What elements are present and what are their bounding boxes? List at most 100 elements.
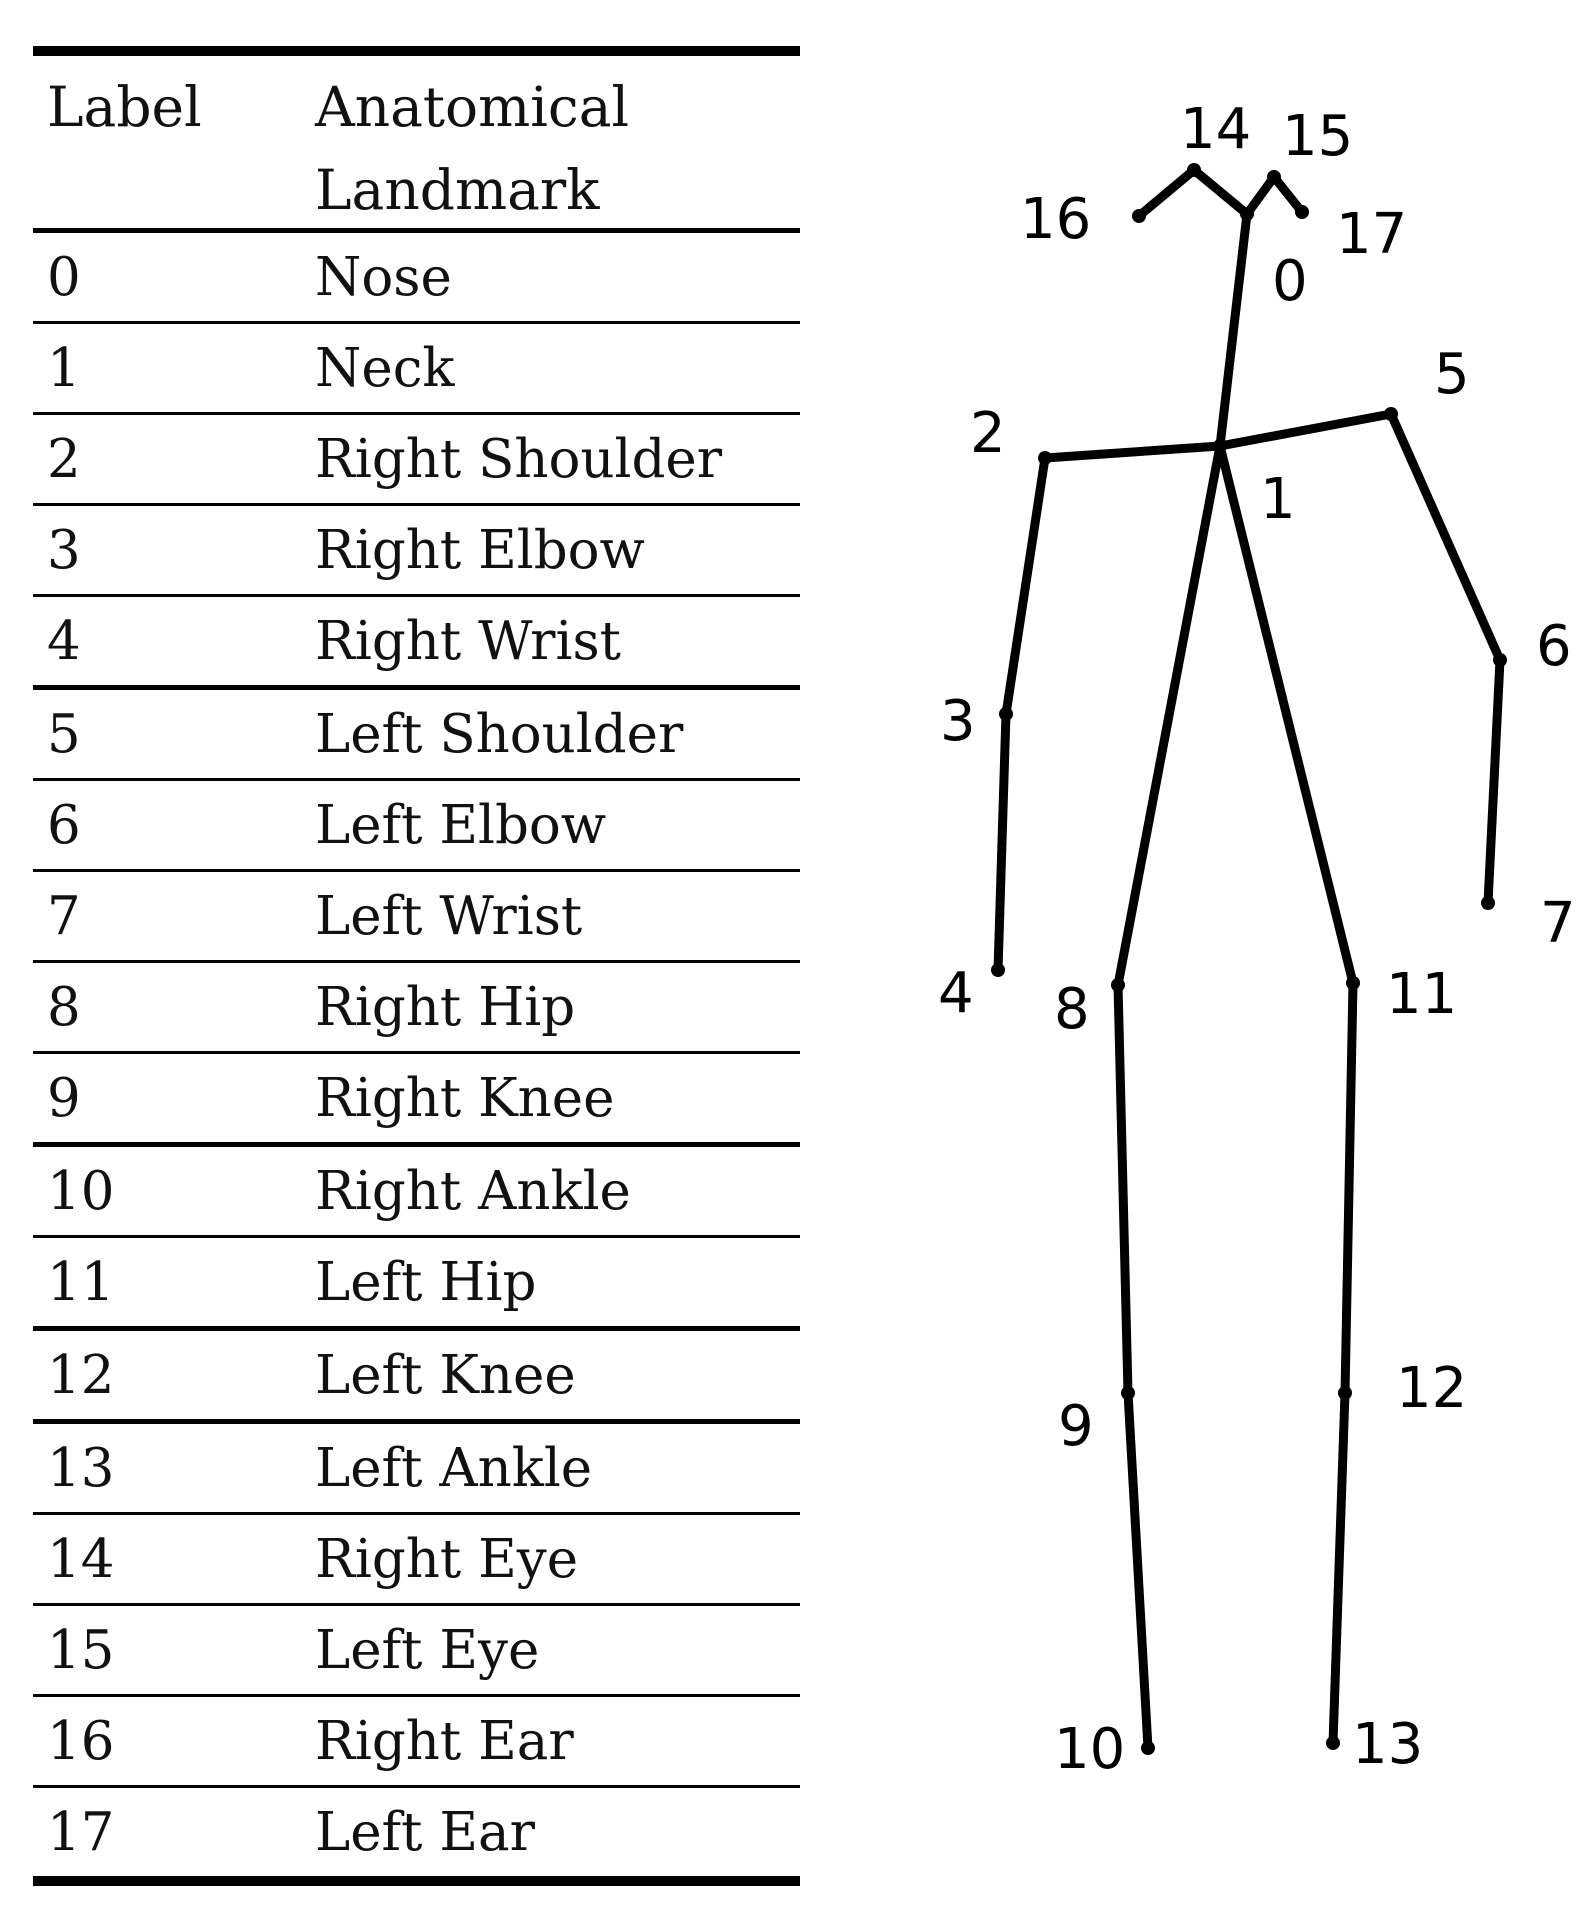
row-landmark: Nose	[315, 246, 452, 308]
row-landmark: Left Wrist	[315, 885, 583, 947]
row-label: 5	[47, 703, 81, 765]
joint-5	[1384, 407, 1398, 421]
bone-15-17	[1269, 172, 1307, 217]
table-top-rule	[33, 46, 800, 56]
row-rule	[33, 960, 800, 963]
row-landmark: Right Wrist	[315, 610, 621, 672]
row-label: 17	[47, 1801, 115, 1863]
joint-10	[1141, 1741, 1155, 1755]
row-label: 8	[47, 976, 81, 1038]
joint-label-5: 5	[1434, 342, 1470, 407]
row-rule	[33, 869, 800, 872]
table-row: 11 Left Hip	[33, 1238, 800, 1326]
row-label: 15	[47, 1619, 115, 1681]
bone-1-2	[1040, 441, 1225, 463]
table-bottom-rule	[33, 1876, 800, 1886]
joint-label-12: 12	[1396, 1356, 1467, 1421]
joint-7	[1481, 896, 1495, 910]
bone-5-6	[1386, 409, 1505, 665]
row-label: 3	[47, 519, 81, 581]
row-rule	[33, 778, 800, 781]
joint-8	[1111, 978, 1125, 992]
joint-9	[1121, 1386, 1135, 1400]
row-rule	[33, 503, 800, 506]
joint-2	[1038, 451, 1052, 465]
row-label: 9	[47, 1067, 81, 1129]
bone-9-10	[1123, 1388, 1153, 1753]
row-landmark: Right Ear	[315, 1710, 574, 1772]
joint-3	[999, 707, 1013, 721]
header-landmark: Anatomical Landmark	[315, 75, 630, 222]
joint-label-15: 15	[1282, 104, 1353, 169]
bone-0-15	[1242, 172, 1279, 219]
joint-label-17: 17	[1336, 202, 1407, 267]
row-rule	[33, 1603, 800, 1606]
bone-3-4	[993, 709, 1011, 975]
row-landmark: Left Elbow	[315, 794, 607, 856]
joint-label-0: 0	[1272, 249, 1308, 314]
row-landmark: Left Shoulder	[315, 703, 684, 765]
joint-16	[1132, 209, 1146, 223]
row-rule	[33, 1694, 800, 1697]
joint-14	[1187, 163, 1201, 177]
joint-6	[1493, 653, 1507, 667]
bone-6-7	[1483, 655, 1505, 908]
row-landmark: Right Elbow	[315, 519, 645, 581]
row-landmark: Left Hip	[315, 1251, 537, 1313]
row-landmark: Right Ankle	[315, 1160, 631, 1222]
joint-label-16: 16	[1020, 187, 1091, 252]
row-rule	[33, 1142, 800, 1147]
bone-0-14	[1189, 165, 1252, 219]
skeleton-joints	[991, 163, 1507, 1755]
row-label: 0	[47, 246, 81, 308]
joint-label-2: 2	[970, 401, 1006, 466]
row-rule	[33, 1419, 800, 1424]
joint-label-1: 1	[1260, 467, 1296, 532]
joint-13	[1326, 1736, 1340, 1750]
row-label: 11	[47, 1251, 115, 1313]
row-label: 12	[47, 1344, 115, 1406]
row-label: 2	[47, 428, 81, 490]
joint-label-8: 8	[1054, 977, 1090, 1042]
row-label: 14	[47, 1528, 115, 1590]
row-rule	[33, 321, 800, 324]
row-label: 1	[47, 337, 81, 399]
bone-1-8	[1113, 441, 1225, 990]
row-rule	[33, 412, 800, 415]
joint-label-11: 11	[1386, 962, 1457, 1027]
table-row: 0 Nose	[33, 233, 800, 321]
table-row: 5 Left Shoulder	[33, 690, 800, 778]
joint-label-3: 3	[940, 689, 976, 754]
table-header-row: Label Anatomical Landmark	[33, 56, 800, 228]
joint-label-13: 13	[1352, 1712, 1423, 1777]
joint-label-9: 9	[1058, 1394, 1094, 1459]
joint-4	[991, 963, 1005, 977]
joint-17	[1295, 205, 1309, 219]
row-rule	[33, 1235, 800, 1238]
bone-1-11	[1215, 441, 1358, 988]
row-landmark: Right Eye	[315, 1528, 579, 1590]
bone-0-1	[1215, 209, 1252, 451]
row-label: 7	[47, 885, 81, 947]
joint-label-6: 6	[1536, 614, 1572, 679]
row-rule	[33, 1326, 800, 1331]
table-row: 7 Left Wrist	[33, 872, 800, 960]
row-landmark: Left Ankle	[315, 1437, 593, 1499]
row-landmark: Neck	[315, 337, 455, 399]
row-rule	[33, 685, 800, 690]
joint-label-10: 10	[1054, 1717, 1125, 1782]
joint-label-14: 14	[1180, 97, 1251, 162]
row-rule	[33, 1512, 800, 1515]
row-rule	[33, 1051, 800, 1054]
bone-12-13	[1328, 1388, 1350, 1748]
